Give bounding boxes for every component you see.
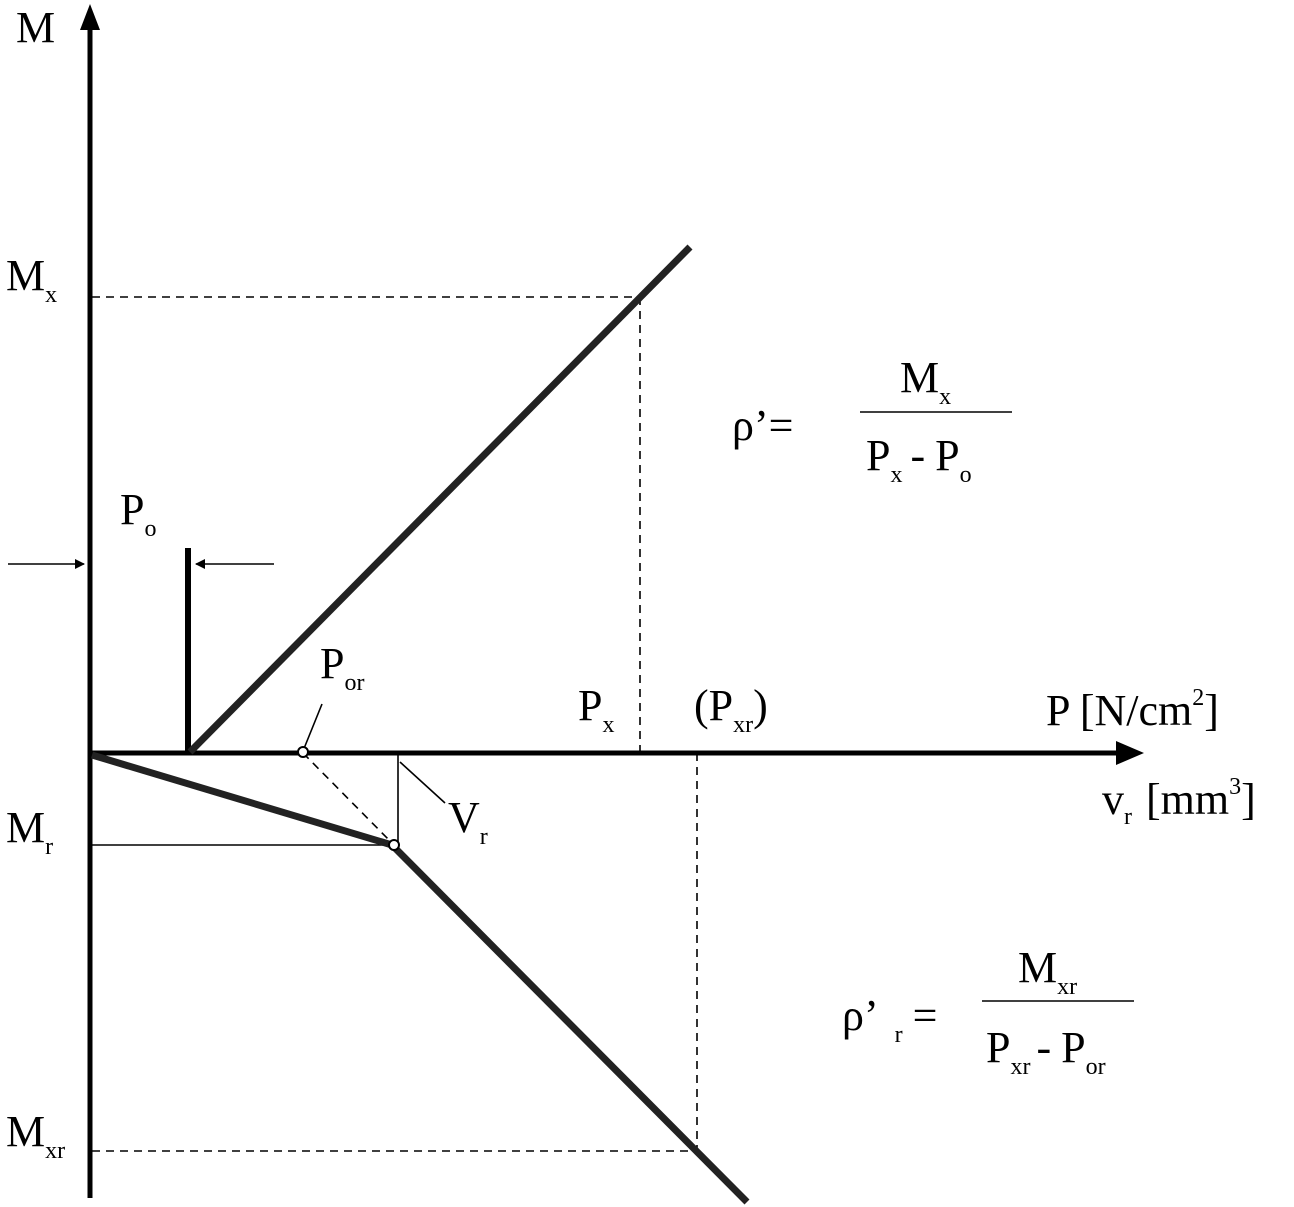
por-label: Por [320,639,364,696]
mxr-label: Mxr [6,1107,65,1164]
m-axis-label: M [16,3,55,52]
mr-label: Mr [6,803,53,860]
por-guide [302,752,395,846]
por-leader [302,703,323,752]
return-curve-initial [90,751,394,849]
m-axis-arrowhead [80,4,100,30]
vr-leader [399,761,446,804]
mx-label: Mx [6,251,57,308]
rho-formula-numerator: Mx [900,353,951,410]
p-axis-arrowhead [1116,741,1144,765]
rho-r-formula-lhs: ρ’r= [842,991,937,1048]
px-label: Px [578,681,614,738]
po-label: Po [120,485,156,542]
pressure-curve [187,244,693,755]
rho-formula-lhs: ρ’= [732,401,793,450]
p-axis-label: P [N/cm2] [1046,685,1219,735]
vr-axis-label: vr[mm3] [1102,774,1256,830]
mr-point [388,839,400,851]
vr-label: Vr [448,793,488,850]
pxr-label: (Pxr) [694,681,768,738]
return-curve-main [389,842,750,1205]
rho-r-formula-numerator: Mxr [1018,943,1077,1000]
rho-r-formula-denominator: Pxr-Por [986,1023,1106,1080]
por-point [297,746,309,758]
rho-formula-denominator: Px-Po [866,431,972,488]
